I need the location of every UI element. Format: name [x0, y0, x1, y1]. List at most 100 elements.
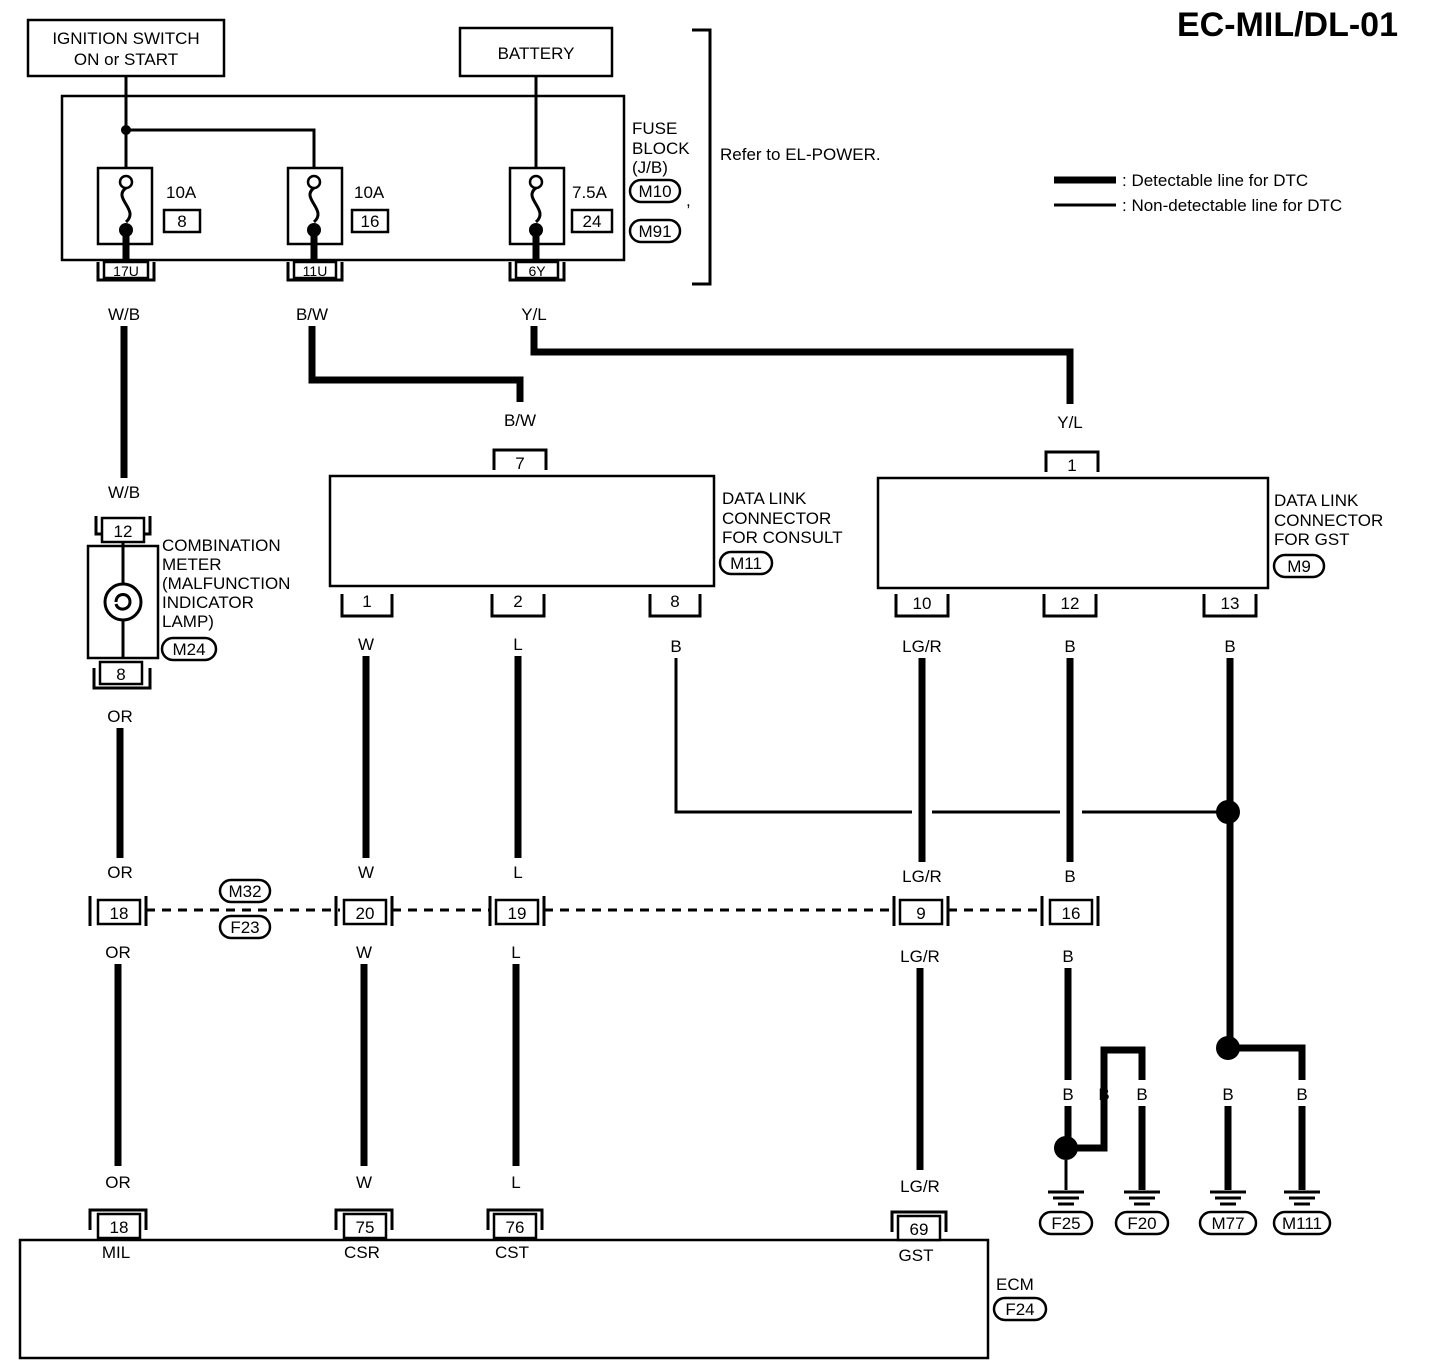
legend-detectable: : Detectable line for DTC [1122, 171, 1308, 190]
wire-color: OR [105, 1173, 131, 1192]
combination-meter: 12 8 [86, 516, 160, 690]
wire-color: LG/R [900, 1177, 940, 1196]
ground-label: M77 [1211, 1214, 1244, 1233]
dlc-gst-label: CONNECTOR [1274, 511, 1383, 530]
wire-color: L [513, 863, 522, 882]
wire-color: B [1222, 1085, 1233, 1104]
battery-label: BATTERY [498, 44, 575, 63]
joint-pin-label: 20 [356, 904, 375, 923]
legend-non-detectable: : Non-detectable line for DTC [1122, 196, 1342, 215]
fuse-block-connector: M91 [638, 222, 671, 241]
wire-color: L [513, 635, 522, 654]
dlc-gst-top-pin: 1 [1067, 456, 1076, 475]
wire-color: OR [107, 863, 133, 882]
battery: BATTERY [458, 26, 614, 78]
fuse-number: 8 [177, 212, 186, 231]
wire-color: B/W [504, 411, 536, 430]
joint-pin-label: 9 [916, 904, 925, 923]
ecm-pin-number: 76 [506, 1218, 525, 1237]
wire-color: B [1062, 947, 1073, 966]
wire-color: B [670, 637, 681, 656]
separator-comma: , [686, 191, 691, 210]
ground-icon [1048, 1160, 1084, 1206]
dlc-consult-pin: 8 [670, 592, 679, 611]
dlc-gst-label: DATA LINK [1274, 491, 1359, 510]
ignition-switch-state: ON or START [74, 50, 178, 69]
wire-color: W [358, 863, 374, 882]
joint-pin-label: 19 [508, 904, 527, 923]
meter-label: METER [162, 555, 222, 574]
fuse-24: 7.5A 24 [508, 166, 614, 262]
dlc-gst-label: FOR GST [1274, 530, 1350, 549]
dlc-consult-top-pin: 7 [515, 454, 524, 473]
joint-pin-9: 9 [892, 896, 950, 926]
ecm-connector: F24 [1005, 1300, 1034, 1319]
wire-b [1224, 1106, 1306, 1190]
fuse-rating: 7.5A [572, 183, 608, 202]
wire-color: B [1098, 1085, 1109, 1104]
meter-pin-bottom: 8 [116, 665, 125, 684]
ground-f20: F20 [1114, 1190, 1170, 1236]
wire-color: LG/R [902, 867, 942, 886]
ecm-pin-number: 75 [356, 1218, 375, 1237]
joint-connector: M32 [228, 882, 261, 901]
joint-pin-16: 16 [1040, 896, 1100, 926]
ecm-pin-name: MIL [102, 1243, 130, 1262]
ground-m111: M111 [1272, 1190, 1332, 1236]
dlc-gst-connector: M9 [1287, 557, 1311, 576]
wire-color: LG/R [900, 947, 940, 966]
meter-label: (MALFUNCTION [162, 574, 290, 593]
ecm-pin-mil: 18 MIL [88, 1208, 148, 1262]
joint-pin-label: 18 [110, 904, 129, 923]
dlc-consult-label: FOR CONSULT [722, 528, 843, 547]
wire-yl [530, 326, 1074, 404]
ecm-pin-name: CST [495, 1243, 529, 1262]
ecm-pin-name: CSR [344, 1243, 380, 1262]
wire-color: B [1062, 1085, 1073, 1104]
ecm: 18 MIL 75 CSR 76 CST 69 GST [18, 1208, 990, 1360]
diagram-title: EC-MIL/DL-01 [1177, 6, 1398, 44]
fuse-block-label: BLOCK [632, 139, 690, 158]
joint-connector: F23 [230, 918, 259, 937]
ground-f25: F25 [1038, 1160, 1094, 1236]
meter-label: COMBINATION [162, 536, 281, 555]
dlc-gst-pin: 13 [1221, 594, 1240, 613]
ecm-pin-cst: 76 CST [486, 1208, 544, 1262]
joint-pin-18: 18 [88, 896, 148, 926]
dlc-consult-label: CONNECTOR [722, 509, 831, 528]
dlc-consult: 7 1 2 8 [328, 448, 716, 618]
wire-color: OR [107, 707, 133, 726]
dlc-consult-pin: 1 [362, 592, 371, 611]
ground-m77: M77 [1198, 1190, 1258, 1236]
wire-color: B [1224, 637, 1235, 656]
dlc-consult-label: DATA LINK [722, 489, 807, 508]
ecm-pin-number: 69 [910, 1220, 929, 1239]
wire-color: B [1296, 1085, 1307, 1104]
wire-color: W/B [108, 305, 140, 324]
joint-pin-20: 20 [334, 896, 394, 926]
fuse-block-connector: M10 [638, 182, 671, 201]
wire-color: Y/L [521, 305, 547, 324]
legend: : Detectable line for DTC : Non-detectab… [1054, 171, 1342, 215]
terminal-label: 17U [113, 263, 139, 279]
fuse-block: 10A 8 10A 16 7.5A 24 [60, 76, 626, 282]
ground-label: M111 [1282, 1214, 1322, 1233]
dlc-gst: 1 10 12 13 [876, 450, 1270, 618]
ecm-pin-csr: 75 CSR [334, 1208, 394, 1262]
terminal-label: 11U [303, 263, 328, 279]
meter-label: LAMP) [162, 612, 214, 631]
ignition-switch-label: IGNITION SWITCH [52, 29, 199, 48]
fuse-rating: 10A [166, 183, 197, 202]
wire-color: W [356, 1173, 372, 1192]
meter-connector: M24 [172, 640, 205, 659]
wire-b [1066, 1046, 1146, 1152]
wire-color: B [1064, 867, 1075, 886]
wire-color: L [511, 943, 520, 962]
wire-color: L [511, 1173, 520, 1192]
wire-bw [308, 326, 524, 402]
wire-color: LG/R [902, 637, 942, 656]
ecm-pin-name: GST [899, 1246, 934, 1265]
meter-label: INDICATOR [162, 593, 254, 612]
ground-icon [1210, 1190, 1246, 1206]
